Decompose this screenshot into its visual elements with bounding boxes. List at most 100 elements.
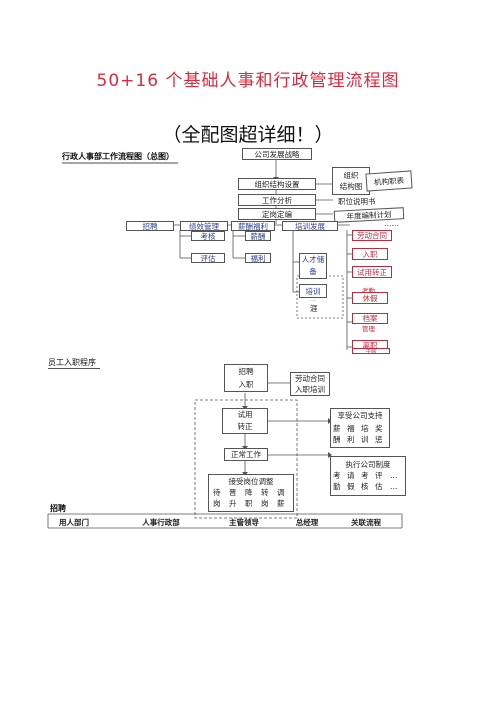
- col-char: 考: [333, 471, 341, 480]
- col-char: 晋: [229, 488, 237, 497]
- box-text: 试用: [237, 410, 253, 419]
- box-text: 转正: [237, 422, 253, 431]
- box-probation-confirm: 试用 转正: [222, 408, 268, 434]
- adjust-col-1: 晋升: [229, 487, 237, 509]
- adjust-col-4: 调薪: [277, 487, 285, 509]
- col-char: …: [390, 471, 398, 480]
- box-leave: 休假: [352, 292, 388, 304]
- box-text: 正常工作: [231, 450, 261, 459]
- section-label-recruit: 招聘: [50, 503, 66, 513]
- box-title: 执行公司制度: [345, 460, 391, 469]
- col-char: 勤: [333, 482, 341, 491]
- box-text: 招聘: [238, 367, 254, 376]
- box-job-analysis: 工作分析: [238, 194, 316, 206]
- doc-org-table: 机构职表: [365, 170, 413, 192]
- box-archive: 档案: [352, 313, 388, 324]
- box-recruit: 招聘: [126, 221, 174, 231]
- box-text: 工作分析: [262, 195, 292, 205]
- box-text: 培训发展: [295, 221, 325, 231]
- training-ellipsis: …: [310, 296, 316, 303]
- header-hr-admin: 人事行政部: [142, 517, 180, 527]
- box-text: 入职: [238, 380, 254, 389]
- col-char: 假: [347, 482, 355, 491]
- doc-job-desc: 职位说明书: [338, 197, 376, 206]
- col-char: 降: [245, 488, 253, 497]
- box-text: 招聘: [142, 221, 158, 231]
- box-text: 休假: [362, 293, 378, 303]
- box-salary: 薪酬: [245, 231, 271, 241]
- doc-text: 机构职表: [373, 175, 405, 187]
- box-text: 培训: [305, 286, 321, 296]
- col-char: 转: [261, 488, 269, 497]
- box-welfare: 福利: [245, 253, 271, 263]
- sub-title: （全配图超详细！）: [162, 124, 334, 146]
- box-recruit-onboard: 招聘 入职: [224, 364, 268, 392]
- box-normal-work: 正常工作: [224, 448, 268, 461]
- box-resign-sub: 手续: [352, 348, 390, 354]
- header-hiring-dept: 用人部门: [59, 517, 89, 527]
- col-char: …: [390, 482, 398, 491]
- box-company-support: 享受公司支持: [330, 408, 390, 448]
- box-labor-contract: 劳动合同: [352, 230, 392, 241]
- support-col-0: 薪酬: [333, 423, 341, 445]
- box-probation: 试用转正: [352, 266, 392, 278]
- text-archive-sub: 管理: [362, 325, 375, 333]
- col-char: 岗: [261, 499, 269, 508]
- col-char: 岗: [213, 499, 221, 508]
- box-training-dev: 培训发展: [282, 221, 338, 231]
- policy-col-2: 考核: [361, 470, 369, 492]
- col-char: 培: [361, 424, 369, 433]
- box-text: 评估: [200, 253, 216, 263]
- box-text: 劳动合同: [295, 374, 325, 383]
- col-char: 酬: [333, 435, 341, 444]
- box-company-policy: 执行公司制度: [330, 456, 406, 496]
- box-org-setup: 组织结构设置: [238, 178, 316, 190]
- box-post-fixing: 定岗定编: [238, 208, 316, 220]
- box-text: 手续: [365, 349, 377, 354]
- col-char: 请: [347, 471, 355, 480]
- box-text: 试用转正: [357, 267, 387, 277]
- col-char: 利: [347, 435, 355, 444]
- col-char: 薪: [333, 424, 341, 433]
- box-evaluate: 评估: [191, 253, 225, 263]
- box-text: 薪酬福利: [238, 221, 268, 231]
- col-char: 调: [277, 488, 285, 497]
- col-char: 评: [375, 471, 383, 480]
- col-char: 考: [361, 471, 369, 480]
- box-title: 接受岗位调整: [228, 477, 274, 486]
- section-label-overview: 行政人事部工作流程图（总图）: [62, 151, 174, 161]
- header-gm: 总经理: [295, 517, 319, 527]
- col-char: 估: [375, 482, 383, 491]
- header-supervisor: 主管领导: [229, 517, 259, 527]
- support-col-1: 福利: [347, 423, 355, 445]
- col-char: 职: [245, 499, 253, 508]
- box-perf-mgmt: 绩效管理: [180, 221, 228, 231]
- box-talent-reserve: 人才储 备: [299, 253, 327, 279]
- header-related-flow: 关联流程: [351, 517, 381, 527]
- section-label-underline: [48, 368, 100, 369]
- main-title: 50+16 个基础人事和行政管理流程图: [96, 71, 400, 91]
- policy-col-0: 考勤: [333, 470, 341, 492]
- box-assess: 考核: [191, 231, 225, 241]
- text-mentor: 涯: [310, 304, 318, 313]
- box-company-strategy: 公司发展战略: [242, 148, 312, 160]
- col-char: 惩: [375, 435, 383, 444]
- box-text: 薪酬: [250, 231, 266, 241]
- adjust-col-3: 转岗: [261, 487, 269, 509]
- box-text: 考核: [200, 231, 216, 241]
- box-title: 享受公司支持: [337, 411, 383, 420]
- box-text: 入职: [362, 249, 378, 259]
- support-col-2: 培训: [361, 423, 369, 445]
- policy-col-4: ……: [390, 470, 398, 492]
- branch-ellipsis: ……: [384, 219, 399, 228]
- box-text: 档案: [362, 314, 378, 323]
- box-onboard: 入职: [352, 248, 388, 260]
- box-training: 培训: [299, 284, 327, 298]
- col-char: 升: [229, 499, 237, 508]
- box-text: 福利: [250, 253, 266, 263]
- box-text: 公司发展战略: [254, 149, 300, 159]
- col-char: 福: [347, 424, 355, 433]
- box-text: 劳动合同: [357, 231, 387, 240]
- box-position-adjust: 接受岗位调整: [208, 474, 294, 512]
